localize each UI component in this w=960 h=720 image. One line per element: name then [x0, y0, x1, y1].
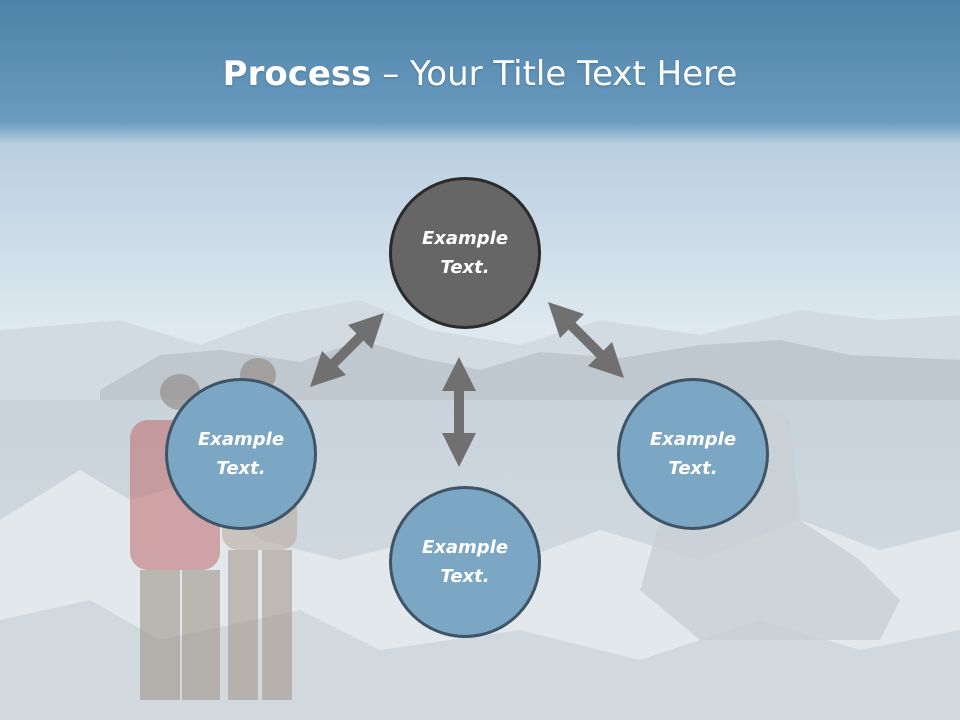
title-bold: Process: [222, 54, 372, 94]
node-top-label: Example Text.: [421, 228, 509, 278]
process-node-top: Example Text.: [389, 177, 541, 329]
process-node-right: Example Text.: [617, 378, 769, 530]
title-rest: Your Title Text Here: [410, 54, 738, 94]
slide-title: Process – Your Title Text Here: [0, 52, 960, 96]
process-node-left: Example Text.: [165, 378, 317, 530]
node-bottom-label: Example Text.: [421, 537, 509, 587]
title-separator: –: [371, 54, 411, 94]
arrow-top-left: [309, 312, 385, 388]
process-node-bottom: Example Text.: [389, 486, 541, 638]
node-left-label: Example Text.: [197, 429, 285, 479]
node-right-label: Example Text.: [649, 429, 737, 479]
arrow-top-right: [547, 301, 625, 379]
